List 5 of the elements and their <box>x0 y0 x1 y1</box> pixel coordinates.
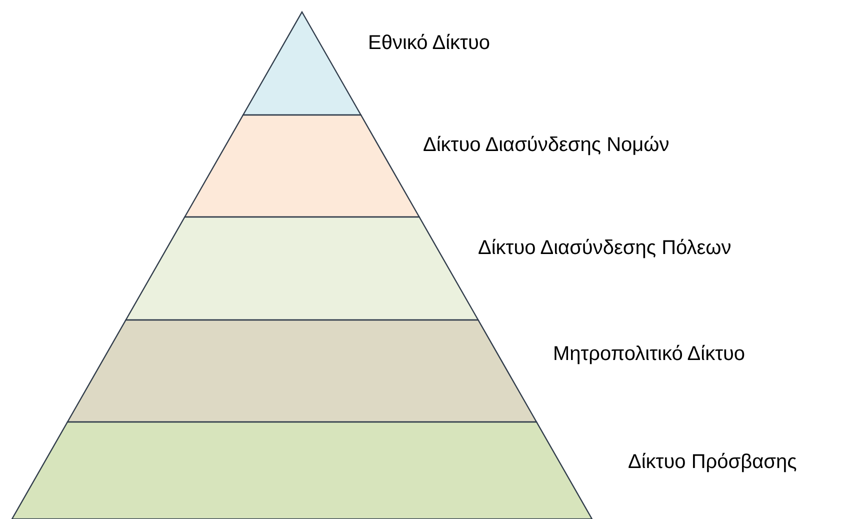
tier-label: Δίκτυο Διασύνδεσης Πόλεων <box>478 236 732 260</box>
tier-label: Δίκτυο Πρόσβασης <box>628 450 797 474</box>
tier-label: Εθνικό Δίκτυο <box>368 31 490 55</box>
tier-label: Μητροπολιτικό Δίκτυο <box>553 342 746 366</box>
tier-label: Δίκτυο Διασύνδεσης Νομών <box>423 133 670 157</box>
